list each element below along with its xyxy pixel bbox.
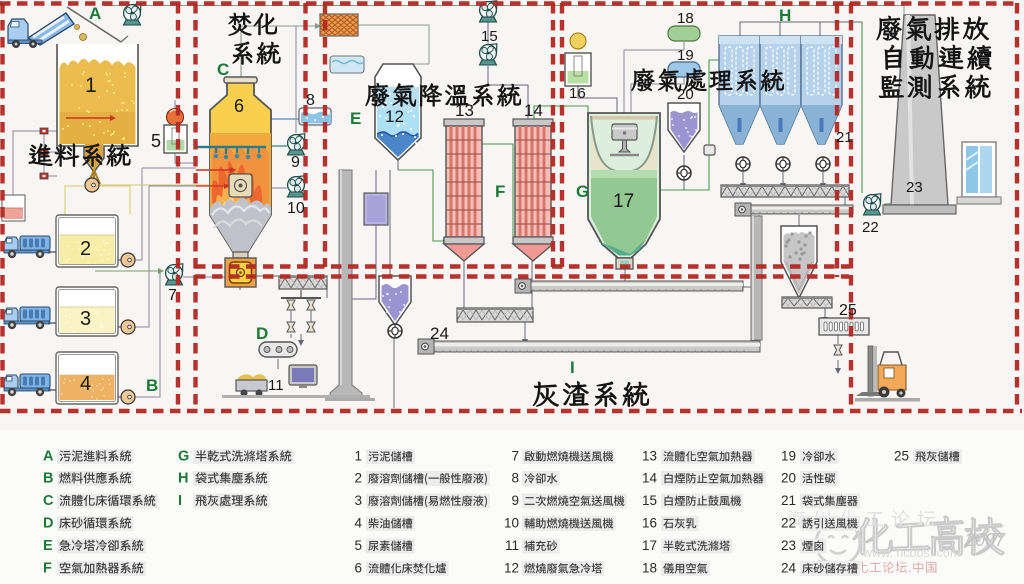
svg-text:3: 3 (80, 308, 91, 330)
svg-text:16: 16 (569, 85, 586, 102)
svg-text:11: 11 (505, 538, 519, 553)
svg-text:10: 10 (504, 516, 519, 531)
svg-text:12: 12 (385, 107, 404, 126)
svg-text:C: C (217, 60, 229, 79)
svg-text:2: 2 (80, 238, 91, 260)
svg-text:20: 20 (677, 86, 694, 103)
svg-text:1: 1 (85, 74, 97, 97)
svg-text:8: 8 (306, 92, 315, 109)
svg-text:14: 14 (524, 101, 543, 120)
svg-text:15: 15 (642, 493, 657, 508)
svg-text:15: 15 (481, 28, 498, 45)
svg-text:19: 19 (781, 449, 796, 464)
svg-text:7: 7 (511, 449, 519, 464)
svg-text:I: I (178, 493, 182, 509)
svg-text:E: E (350, 109, 361, 128)
svg-text:18: 18 (642, 561, 657, 576)
svg-text:14: 14 (642, 471, 658, 486)
svg-text:3: 3 (354, 493, 362, 508)
svg-text:20: 20 (781, 471, 796, 486)
svg-text:H: H (779, 6, 791, 25)
svg-text:1: 1 (354, 449, 362, 464)
svg-text:G: G (178, 449, 189, 465)
svg-text:C: C (43, 493, 54, 509)
svg-text:13: 13 (642, 449, 657, 464)
svg-text:21: 21 (836, 129, 853, 146)
svg-text:5: 5 (354, 538, 362, 553)
svg-text:13: 13 (455, 101, 474, 120)
svg-text:17: 17 (642, 538, 657, 553)
svg-text:17: 17 (613, 191, 634, 212)
svg-text:21: 21 (781, 493, 796, 508)
svg-text:11: 11 (268, 377, 284, 394)
svg-text:12: 12 (504, 561, 519, 576)
svg-text:7: 7 (168, 287, 177, 304)
svg-text:19: 19 (677, 47, 694, 64)
svg-text:6: 6 (354, 561, 362, 576)
svg-text:B: B (146, 376, 158, 395)
svg-text:4: 4 (354, 516, 362, 531)
svg-text:25: 25 (839, 302, 857, 319)
svg-text:25: 25 (894, 449, 909, 464)
svg-text:A: A (43, 449, 54, 465)
svg-text:D: D (256, 324, 268, 343)
svg-text:9: 9 (511, 493, 519, 508)
svg-text:D: D (43, 516, 53, 532)
svg-text:22: 22 (862, 219, 879, 236)
svg-text:2007: 2007 (964, 530, 1006, 550)
svg-text:H: H (178, 471, 188, 487)
svg-text:4: 4 (80, 373, 91, 395)
svg-text:F: F (43, 561, 52, 577)
svg-text:18: 18 (677, 10, 694, 27)
svg-text:B: B (43, 471, 53, 487)
svg-text:23: 23 (781, 538, 796, 553)
svg-text:9: 9 (291, 154, 300, 171)
svg-text:24: 24 (430, 324, 449, 343)
svg-text:10: 10 (287, 200, 305, 217)
svg-text:8: 8 (511, 471, 519, 486)
svg-text:A: A (89, 4, 101, 23)
svg-text:F: F (495, 182, 505, 201)
svg-text:5: 5 (151, 131, 161, 151)
svg-text:I: I (570, 358, 575, 377)
svg-text:16: 16 (642, 516, 657, 531)
svg-text:23: 23 (906, 179, 923, 196)
svg-text:G: G (576, 182, 589, 201)
svg-text:24: 24 (781, 561, 797, 576)
svg-text:E: E (43, 538, 53, 554)
svg-text:2: 2 (354, 471, 362, 486)
svg-text:www. hcbbs. com: www. hcbbs. com (862, 546, 960, 560)
svg-text:6: 6 (234, 96, 244, 116)
svg-text:22: 22 (781, 516, 796, 531)
